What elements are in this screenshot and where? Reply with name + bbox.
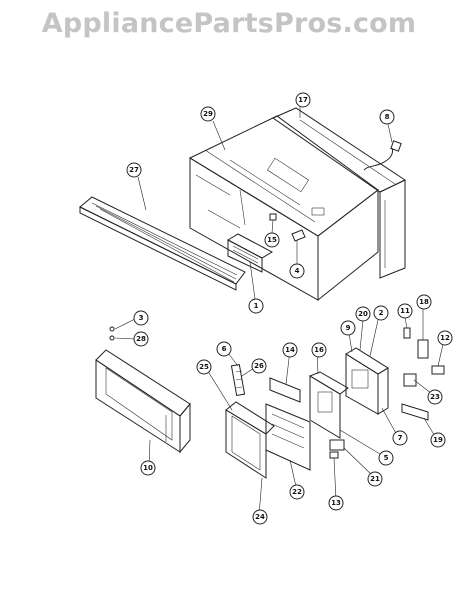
callout-25: 25 [196,359,212,375]
cabinet-outer-case [188,115,379,302]
callout-18: 18 [416,294,432,310]
svg-text:10: 10 [143,464,153,472]
callout-8: 8 [379,109,395,125]
callout-10: 10 [140,460,156,476]
bracket-part [291,229,306,242]
svg-text:26: 26 [254,362,264,370]
svg-text:21: 21 [370,475,380,483]
control-board [308,371,349,439]
svg-text:13: 13 [331,499,341,507]
svg-text:3: 3 [139,314,144,322]
switch-part [403,373,417,387]
vent-grille [79,196,246,291]
svg-text:27: 27 [129,166,139,174]
svg-text:25: 25 [199,363,209,371]
callout-7: 7 [392,430,408,446]
svg-text:16: 16 [314,346,324,354]
control-panel-frame [225,401,275,479]
callout-23: 23 [427,389,443,405]
svg-text:11: 11 [400,307,410,315]
fastener-part [269,213,277,221]
callout-17: 17 [295,92,311,108]
callout-13: 13 [328,495,344,511]
vent-cover [226,233,274,273]
screw [109,326,115,332]
switch-part [403,327,411,339]
connector-part [329,451,339,459]
site-watermark: AppliancePartsPros.com [41,8,417,39]
callout-1: 1 [248,298,264,314]
back-panel [271,107,407,279]
callout-12: 12 [437,330,453,346]
callout-21: 21 [367,471,383,487]
callout-3: 3 [133,310,149,326]
door-frame [95,349,191,454]
callout-2: 2 [373,305,389,321]
svg-text:8: 8 [385,113,390,121]
callout-11: 11 [397,303,413,319]
svg-text:19: 19 [433,436,443,444]
callout-16: 16 [311,342,327,358]
touch-pad [265,377,311,471]
callout-15: 15 [264,232,280,248]
svg-text:1: 1 [254,302,259,310]
switch-part [431,365,445,375]
svg-text:24: 24 [255,513,265,521]
callout-9: 9 [340,320,356,336]
callout-4: 4 [289,263,305,279]
callout-26: 26 [251,358,267,374]
svg-text:18: 18 [419,298,429,306]
callout-29: 29 [200,106,216,122]
callout-19: 19 [430,432,446,448]
svg-text:7: 7 [398,434,403,442]
callout-28: 28 [133,331,149,347]
svg-text:5: 5 [384,454,389,462]
svg-text:28: 28 [136,335,146,343]
mounting-bracket [345,347,389,415]
connector-part [329,439,345,451]
callout-22: 22 [289,484,305,500]
callout-27: 27 [126,162,142,178]
screw [109,335,115,341]
callout-20: 20 [355,306,371,322]
svg-text:29: 29 [203,110,213,118]
svg-text:12: 12 [440,334,450,342]
callout-14: 14 [282,342,298,358]
power-cord [363,140,402,171]
switch-part [401,403,429,421]
switch-part [417,339,429,359]
leader-lines [114,106,445,517]
svg-text:4: 4 [295,267,300,275]
svg-text:9: 9 [346,324,351,332]
svg-text:17: 17 [298,96,308,104]
callout-6: 6 [216,341,232,357]
callout-5: 5 [378,450,394,466]
callout-24: 24 [252,509,268,525]
svg-text:2: 2 [379,309,384,317]
svg-text:20: 20 [358,310,368,318]
svg-text:6: 6 [222,345,227,353]
svg-text:22: 22 [292,488,302,496]
svg-text:14: 14 [285,346,295,354]
svg-text:15: 15 [267,236,277,244]
door-latch [230,363,246,397]
svg-text:23: 23 [430,393,440,401]
